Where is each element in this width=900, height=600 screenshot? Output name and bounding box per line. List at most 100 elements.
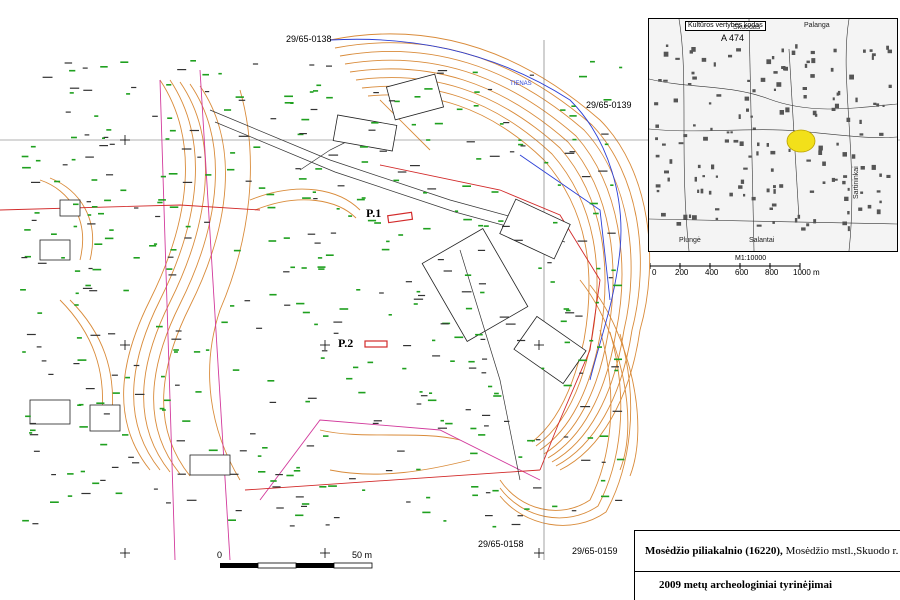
inset-building: [702, 175, 705, 178]
inset-building: [675, 57, 680, 60]
survey-point: [298, 178, 307, 180]
elevation-mark: [238, 135, 249, 137]
elevation-mark: [437, 427, 447, 429]
inset-building: [822, 181, 826, 184]
inset-building: [738, 114, 741, 119]
survey-point: [544, 161, 549, 164]
elevation-mark: [245, 180, 252, 182]
survey-point: [120, 189, 127, 192]
survey-point: [305, 400, 310, 403]
survey-point: [604, 143, 609, 146]
inset-building: [876, 209, 881, 215]
survey-point: [614, 358, 622, 361]
elevation-mark: [81, 492, 91, 495]
elevation-mark: [564, 152, 575, 154]
inset-building: [860, 191, 864, 194]
inset-building: [654, 102, 659, 106]
heritage-code-value: A 474: [721, 33, 745, 43]
inset-building: [847, 187, 850, 191]
elevation-mark: [405, 281, 412, 283]
survey-point: [315, 168, 323, 170]
elevation-mark: [186, 499, 197, 501]
survey-point: [336, 208, 340, 210]
elevation-mark: [432, 355, 441, 357]
survey-point: [323, 435, 329, 437]
elevation-mark: [168, 274, 177, 276]
survey-point: [158, 199, 166, 201]
survey-point: [328, 485, 337, 487]
survey-point: [566, 309, 571, 312]
inset-building: [655, 154, 660, 158]
survey-point: [257, 455, 262, 457]
inset-building: [842, 221, 847, 226]
inset-building: [736, 48, 741, 52]
survey-point: [100, 66, 108, 68]
survey-point: [133, 257, 140, 259]
survey-point: [402, 367, 407, 370]
survey-point: [356, 198, 365, 201]
survey-point: [73, 203, 79, 206]
inset-building: [715, 208, 720, 211]
inset-building: [743, 167, 748, 170]
survey-point: [221, 321, 228, 324]
inset-building: [783, 66, 786, 71]
elevation-mark: [153, 488, 158, 490]
elevation-mark: [41, 360, 47, 362]
survey-point: [589, 339, 594, 342]
inset-building: [871, 53, 876, 57]
inset-building: [655, 184, 661, 188]
inset-building: [773, 71, 778, 74]
survey-point: [361, 197, 366, 199]
inset-building: [844, 196, 849, 201]
survey-point: [230, 152, 236, 154]
street-label: TIENAS: [510, 81, 532, 87]
inset-building: [781, 48, 784, 53]
survey-point: [22, 351, 26, 353]
survey-point: [423, 192, 428, 194]
inset-building: [661, 212, 666, 217]
inset-building: [678, 142, 684, 145]
survey-point: [205, 174, 212, 176]
elevation-mark: [270, 118, 277, 120]
survey-point: [167, 117, 173, 119]
elevation-mark: [579, 372, 584, 374]
survey-point: [541, 367, 545, 370]
survey-point: [480, 291, 485, 294]
elevation-mark: [418, 294, 426, 297]
survey-point: [258, 187, 266, 189]
survey-point: [454, 336, 464, 339]
inset-building: [669, 159, 673, 164]
elevation-mark: [85, 388, 95, 390]
survey-point: [472, 71, 478, 74]
elevation-mark: [204, 221, 210, 223]
inset-building: [691, 71, 695, 75]
elevation-mark: [64, 62, 73, 64]
elevation-mark: [283, 271, 290, 273]
survey-point: [74, 304, 79, 306]
survey-point: [267, 380, 275, 382]
survey-point: [367, 361, 374, 364]
elevation-mark: [111, 374, 118, 376]
inset-building: [860, 166, 865, 170]
survey-point: [35, 159, 41, 162]
survey-point: [157, 201, 163, 204]
survey-point: [258, 471, 266, 473]
inset-building: [888, 84, 892, 88]
elevation-mark: [31, 181, 41, 183]
elevation-mark: [314, 242, 321, 244]
survey-point: [476, 158, 482, 160]
inset-building: [871, 55, 874, 60]
elevation-mark: [485, 515, 493, 517]
survey-point: [314, 323, 318, 326]
inset-building: [791, 50, 796, 55]
inset-building: [691, 47, 696, 52]
elevation-mark: [177, 473, 186, 475]
survey-point: [499, 123, 504, 125]
elevation-mark: [99, 145, 108, 147]
inset-building: [813, 219, 817, 224]
elevation-mark: [42, 76, 53, 78]
survey-point: [563, 308, 570, 310]
elevation-mark: [489, 155, 500, 157]
elevation-mark: [133, 364, 140, 367]
inset-building: [831, 177, 835, 182]
